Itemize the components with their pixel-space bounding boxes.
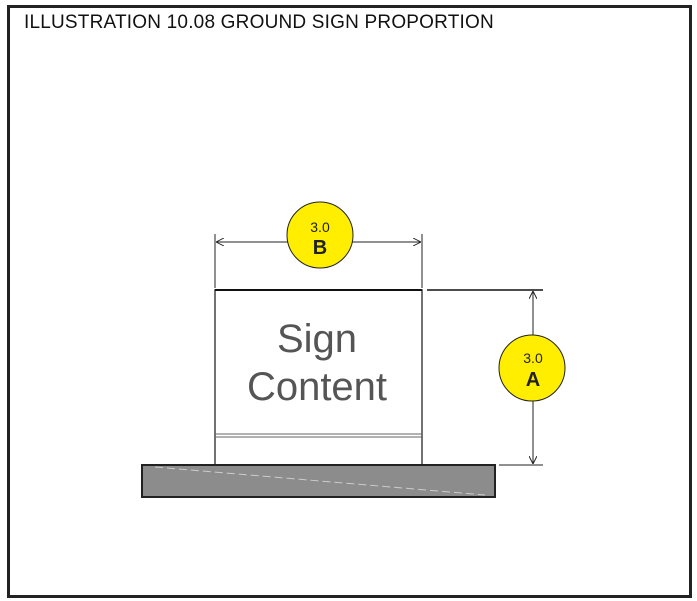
sign-panel: Sign Content (214, 289, 423, 466)
dimension-a: 3.0 A (427, 289, 566, 466)
sign-text-line1: Sign (277, 317, 357, 361)
sign-text-line2: Content (247, 365, 387, 409)
sign-base (141, 464, 496, 498)
dimension-a-value: 3.0 (523, 350, 543, 366)
dimension-a-letter: A (526, 369, 540, 391)
dimension-b-value: 3.0 (310, 219, 330, 235)
illustration-frame (7, 5, 692, 598)
dimension-b-letter: B (313, 237, 327, 259)
dimension-b: 3.0 B (214, 201, 423, 288)
illustration-title: ILLUSTRATION 10.08 GROUND SIGN PROPORTIO… (24, 12, 494, 33)
dimension-b-marker (286, 201, 354, 269)
dimension-a-marker (498, 334, 566, 402)
